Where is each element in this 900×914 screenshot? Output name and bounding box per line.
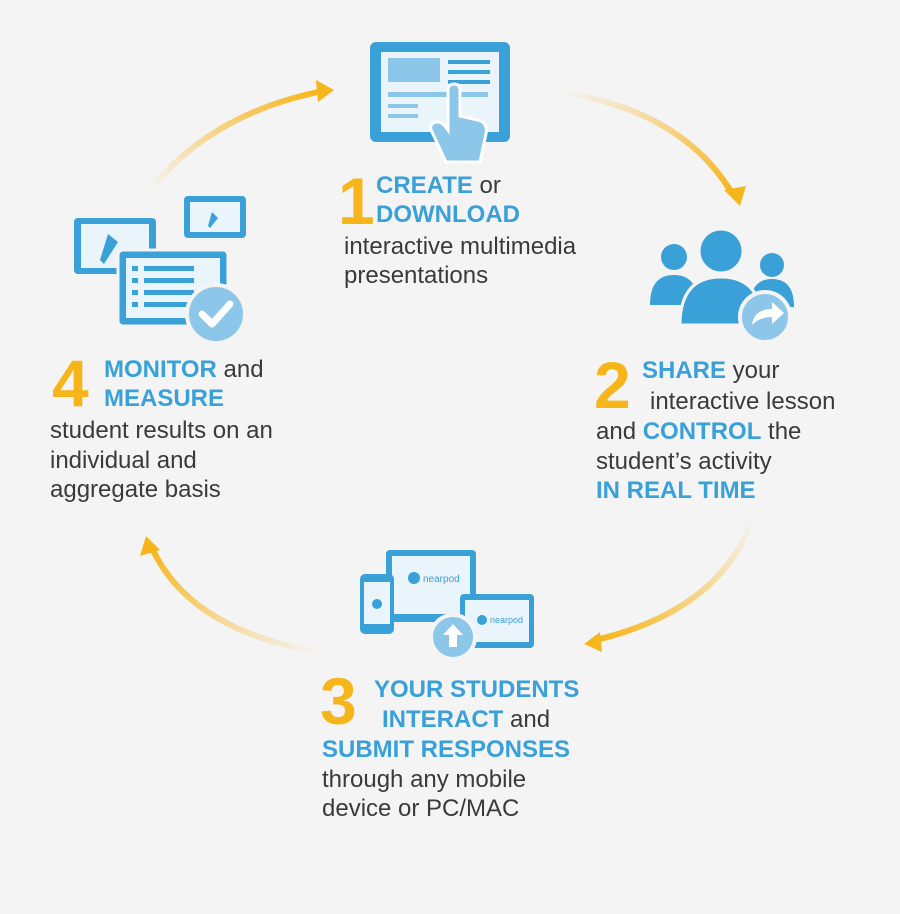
arrow-head-2-to-3 xyxy=(584,632,602,652)
step-3-line-4: through any mobile xyxy=(322,766,527,793)
step-2-line-1: SHARE your xyxy=(642,356,779,385)
step-1-line-3: interactive multimedia xyxy=(344,233,577,260)
step-1-highlight-create: CREATE xyxy=(376,172,473,199)
arrow-head-3-to-4 xyxy=(140,536,160,556)
step-4-highlight-measure: MEASURE xyxy=(104,385,225,412)
users-share-icon xyxy=(646,225,796,350)
step-2-text: your xyxy=(726,357,780,384)
step-3-highlight-students: YOUR STUDENTS xyxy=(374,676,580,703)
step-2-line-5: IN REAL TIME xyxy=(596,476,756,505)
step-3-highlight-submit: SUBMIT RESPONSES xyxy=(322,736,571,763)
devices-upload-icon: nearpod nearpod xyxy=(360,548,538,668)
step-2-text-and: and xyxy=(596,418,643,445)
arrow-head-4-to-1 xyxy=(316,80,334,102)
step-3-line-5: device or PC/MAC xyxy=(322,795,520,822)
step-1-line-4: presentations xyxy=(344,262,489,289)
step-3-line-2: INTERACT and xyxy=(382,705,550,734)
arrow-1-to-2 xyxy=(557,89,733,193)
step-4-highlight-monitor: MONITOR xyxy=(104,356,217,383)
step-2-text-the: the xyxy=(761,418,802,445)
step-4-line-5: aggregate basis xyxy=(50,476,221,503)
step-1-number: 1 xyxy=(338,164,375,238)
step-4-line-3: student results on an xyxy=(50,417,273,444)
step-4-number: 4 xyxy=(52,346,89,420)
step-2-highlight-share: SHARE xyxy=(642,357,727,384)
step-4-line-2: MEASURE xyxy=(104,384,224,413)
step-2-line-3: and CONTROL the xyxy=(596,417,801,446)
step-2-line-4: student’s activity xyxy=(596,448,772,475)
step-2-line-2: interactive lesson xyxy=(650,388,836,415)
step-3-number: 3 xyxy=(320,664,357,738)
step-3-line-1: YOUR STUDENTS xyxy=(374,675,579,704)
arrow-2-to-3 xyxy=(593,517,755,643)
step-3-text-and: and xyxy=(503,706,551,733)
step-4-line-4: individual and xyxy=(50,447,197,474)
arrow-3-to-4 xyxy=(149,545,321,655)
arrow-head-1-to-2 xyxy=(724,186,746,206)
step-1-line-2: DOWNLOAD xyxy=(376,200,520,229)
step-2-number: 2 xyxy=(594,348,631,422)
device-label-desktop: nearpod xyxy=(423,574,460,585)
step-1-text: or xyxy=(472,172,501,199)
step-4-line-1: MONITOR and xyxy=(104,355,264,384)
step-4-text-and: and xyxy=(216,356,264,383)
step-3-highlight-interact: INTERACT xyxy=(382,706,504,733)
step-2-highlight-control: CONTROL xyxy=(642,418,762,445)
tablets-check-icon xyxy=(72,194,252,349)
tablet-touch-icon xyxy=(368,40,518,170)
step-3-line-3: SUBMIT RESPONSES xyxy=(322,735,570,764)
step-1-highlight-download: DOWNLOAD xyxy=(376,201,520,228)
step-1-line-1: CREATE or xyxy=(376,171,501,200)
step-2-highlight-real-time: IN REAL TIME xyxy=(596,477,756,504)
arrow-4-to-1 xyxy=(147,89,321,193)
device-label-tablet: nearpod xyxy=(490,615,523,625)
